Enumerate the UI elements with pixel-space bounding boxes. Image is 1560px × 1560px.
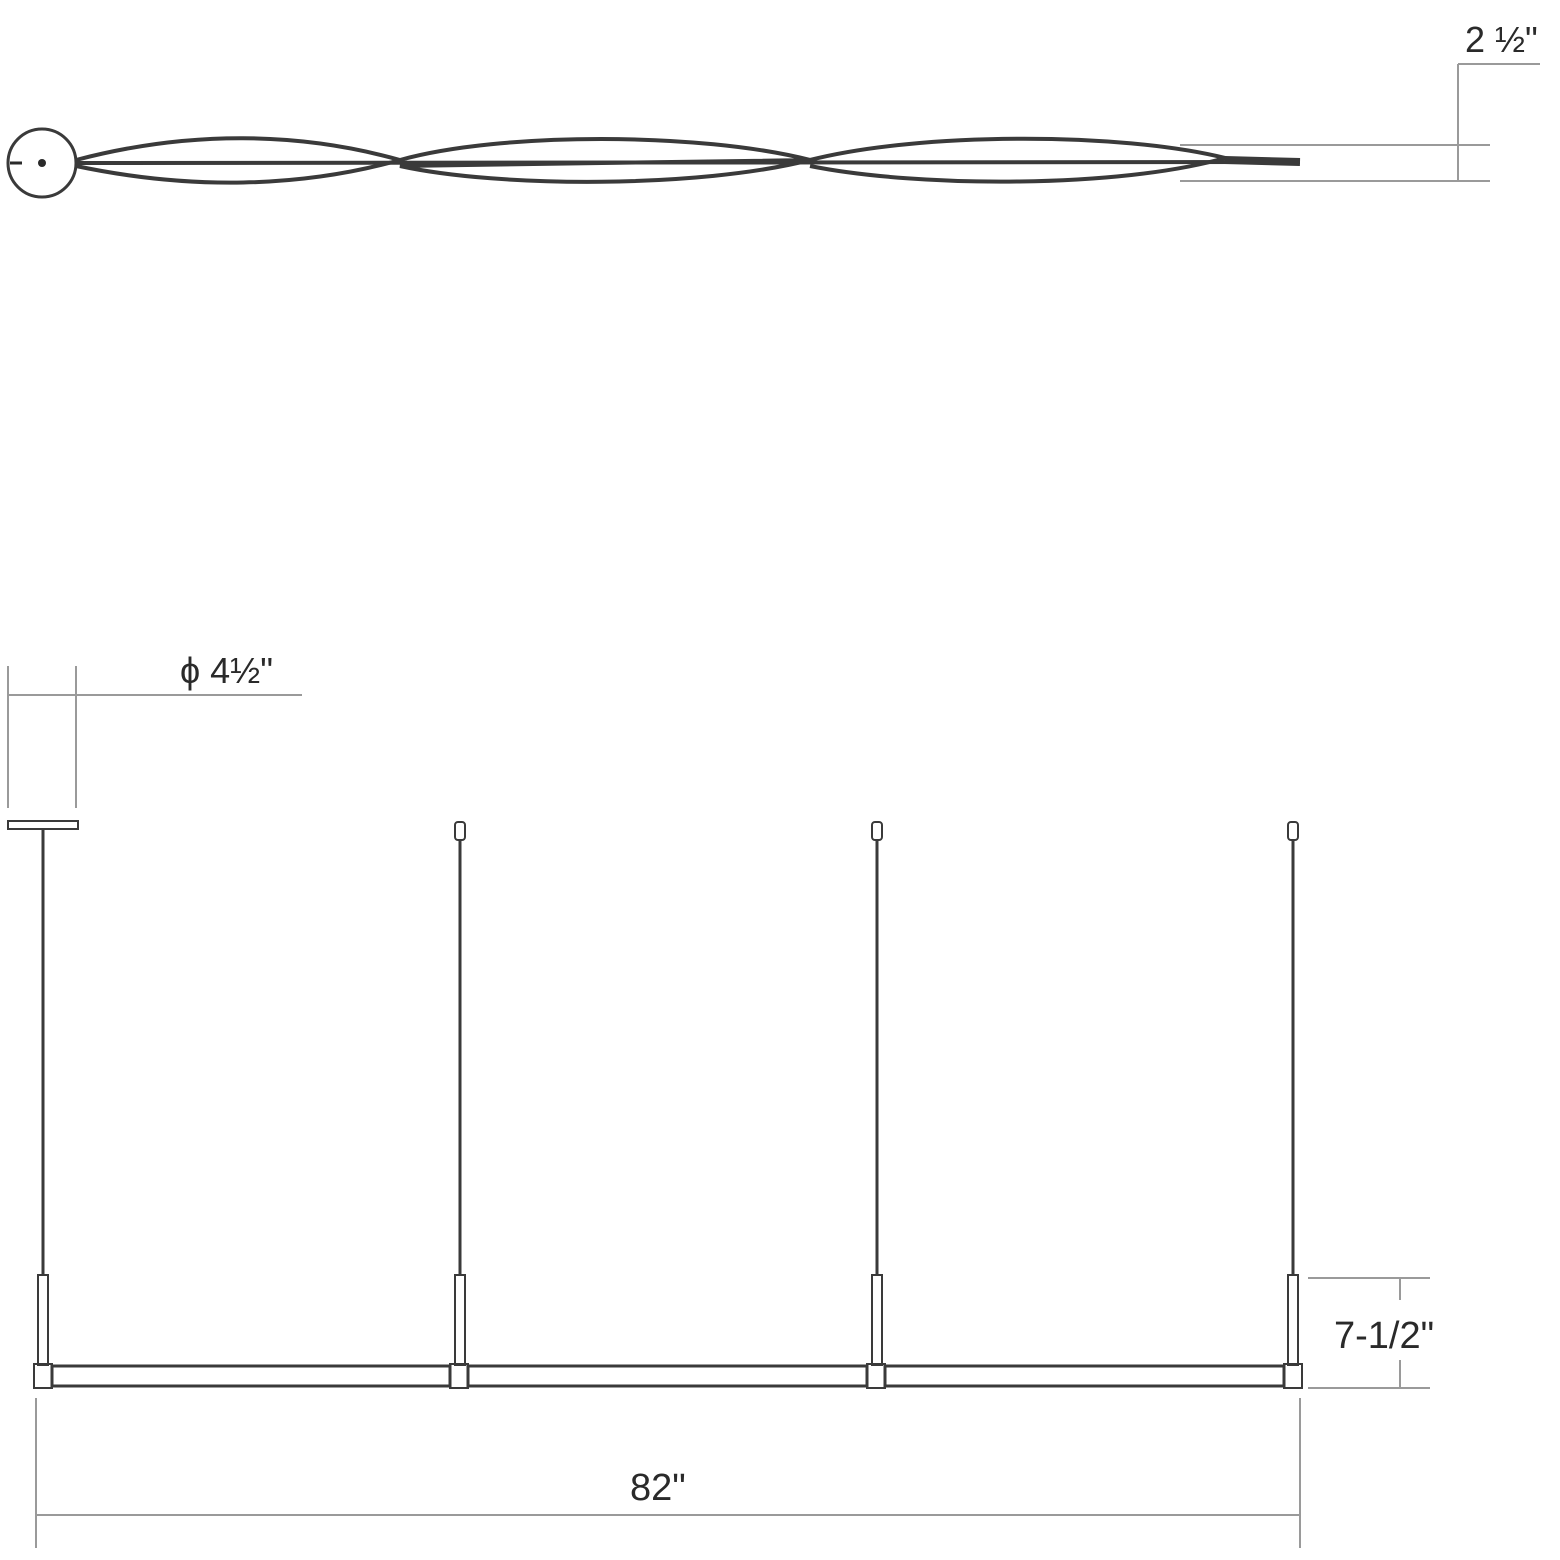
- height-label: 7-1/2": [1334, 1315, 1434, 1357]
- front-view: ϕ 4½": [7, 650, 1434, 1548]
- twist-end: [1224, 156, 1301, 166]
- top-depth-dimension: 2 ½": [1180, 19, 1540, 182]
- stem-4: [1287, 821, 1299, 1366]
- top-view: 2 ½": [6, 19, 1540, 199]
- twist-connector: [75, 160, 1301, 165]
- top-view-canopy-dot: [38, 159, 46, 167]
- suspension-stems: [37, 821, 1299, 1366]
- bar-segment-1: [50, 1364, 452, 1388]
- stem-1: [37, 829, 49, 1366]
- bar-joint-3: [866, 1363, 886, 1389]
- stem-3: [871, 821, 883, 1366]
- bar-joint-1: [33, 1363, 53, 1389]
- top-depth-label: 2 ½": [1465, 19, 1538, 60]
- stem-2: [454, 821, 466, 1366]
- canopy-diameter-dimension: ϕ 4½": [7, 650, 302, 808]
- canopy: [7, 820, 79, 830]
- twist-segment-2: [399, 137, 811, 184]
- top-view-twisted-bar: [75, 136, 1301, 185]
- bar-joint-2: [449, 1363, 469, 1389]
- canopy-diameter-label: ϕ 4½": [180, 650, 273, 691]
- twist-segment-3: [809, 136, 1233, 184]
- twist-segment-1: [75, 136, 408, 185]
- bar-segment-3: [883, 1364, 1286, 1388]
- bar-joint-4: [1283, 1363, 1303, 1389]
- length-label: 82": [630, 1467, 686, 1509]
- bar-segment-2: [466, 1364, 869, 1388]
- height-dimension: 7-1/2": [1308, 1277, 1434, 1389]
- length-dimension: 82": [35, 1398, 1301, 1548]
- light-bar: [33, 1363, 1303, 1389]
